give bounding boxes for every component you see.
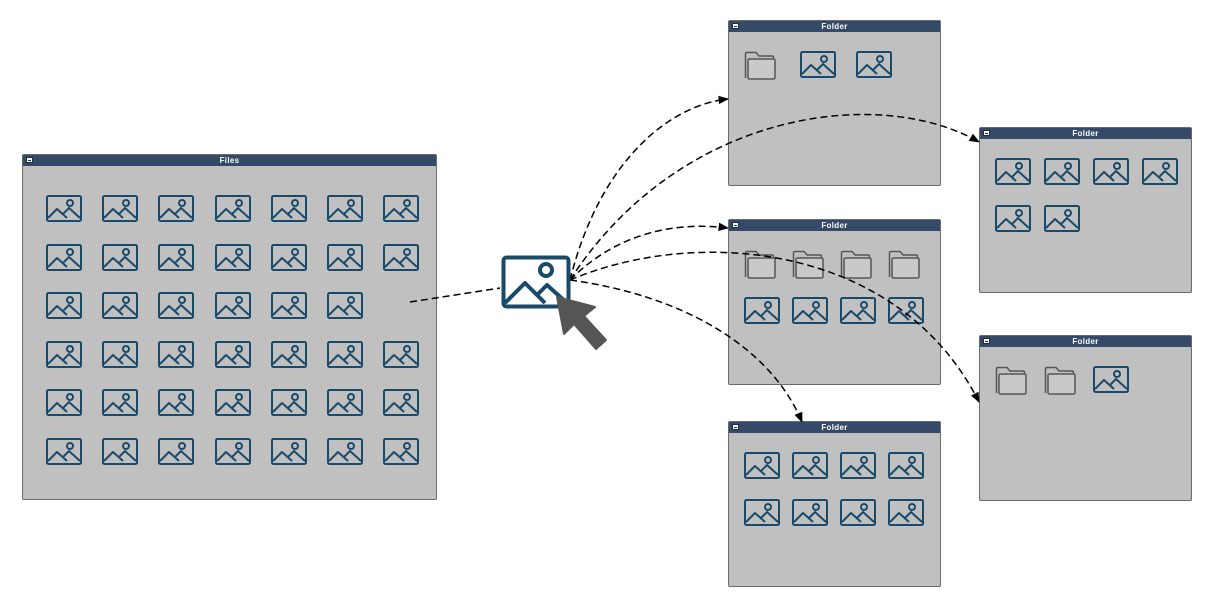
arrow-to-folder-4 — [569, 251, 980, 403]
folder-icon[interactable] — [744, 250, 776, 285]
image-icon[interactable] — [102, 243, 139, 276]
image-icon[interactable] — [1142, 158, 1178, 190]
window-title: Folder — [1072, 337, 1099, 346]
folder-window-titlebar[interactable]: Folder — [729, 220, 940, 231]
image-icon[interactable] — [158, 340, 195, 373]
minimize-icon[interactable] — [732, 222, 739, 228]
image-icon[interactable] — [327, 389, 363, 421]
image-icon[interactable] — [744, 452, 780, 484]
image-icon[interactable] — [46, 243, 82, 276]
folder-window-2: Folder — [979, 127, 1192, 293]
image-icon[interactable] — [840, 452, 876, 484]
image-icon[interactable] — [383, 438, 420, 470]
image-icon[interactable] — [214, 292, 251, 324]
image-icon[interactable] — [46, 389, 82, 421]
image-icon[interactable] — [214, 340, 251, 373]
image-icon[interactable] — [270, 243, 307, 276]
image-icon[interactable] — [158, 195, 195, 227]
image-icon[interactable] — [888, 452, 924, 484]
image-icon[interactable] — [995, 158, 1031, 190]
image-icon[interactable] — [856, 51, 892, 83]
image-icon[interactable] — [1093, 158, 1129, 190]
image-icon[interactable] — [995, 205, 1031, 237]
folder-icon[interactable] — [1044, 366, 1076, 401]
folder-window-titlebar[interactable]: Folder — [980, 128, 1191, 139]
arrow-to-folder-3 — [569, 222, 730, 281]
image-icon[interactable] — [46, 195, 82, 227]
image-icon[interactable] — [327, 292, 363, 324]
image-icon[interactable] — [383, 389, 420, 421]
image-icon[interactable] — [158, 292, 195, 324]
folder-icon[interactable] — [744, 51, 776, 86]
image-icon[interactable] — [383, 243, 420, 276]
drag-source-line — [409, 287, 501, 303]
image-icon[interactable] — [102, 292, 139, 324]
minimize-icon[interactable] — [26, 157, 33, 163]
files-window-titlebar[interactable]: Files — [23, 155, 436, 166]
minimize-icon[interactable] — [983, 338, 990, 344]
arrow-to-folder-2 — [569, 113, 980, 281]
image-icon[interactable] — [327, 438, 363, 470]
image-icon[interactable] — [102, 389, 139, 421]
folder-window-titlebar[interactable]: Folder — [729, 21, 940, 32]
image-icon[interactable] — [327, 243, 363, 276]
image-icon[interactable] — [102, 438, 139, 470]
image-icon[interactable] — [214, 389, 251, 421]
folder-window-3: Folder — [728, 219, 941, 385]
image-icon[interactable] — [214, 195, 251, 227]
minimize-icon[interactable] — [732, 23, 739, 29]
image-icon[interactable] — [383, 195, 420, 227]
image-icon[interactable] — [158, 243, 195, 276]
image-icon[interactable] — [46, 292, 82, 324]
arrow-to-folder-1 — [569, 95, 730, 281]
folder-window-titlebar[interactable]: Folder — [980, 336, 1191, 347]
window-title: Folder — [821, 221, 848, 230]
image-icon[interactable] — [102, 195, 139, 227]
image-icon[interactable] — [792, 452, 828, 484]
image-icon[interactable] — [270, 195, 307, 227]
image-icon[interactable] — [744, 499, 780, 531]
image-icon[interactable] — [888, 499, 924, 531]
image-icon[interactable] — [270, 438, 307, 470]
minimize-icon[interactable] — [983, 130, 990, 136]
image-icon[interactable] — [327, 340, 363, 373]
window-title: Folder — [821, 22, 848, 31]
image-icon[interactable] — [1044, 158, 1080, 190]
image-icon[interactable] — [158, 438, 195, 470]
image-icon[interactable] — [744, 297, 780, 329]
folder-icon[interactable] — [840, 250, 872, 285]
arrow-cursor-icon — [554, 294, 610, 359]
window-title: Folder — [821, 423, 848, 432]
image-icon[interactable] — [800, 51, 836, 83]
image-icon[interactable] — [840, 499, 876, 531]
image-icon[interactable] — [46, 340, 82, 373]
folder-icon[interactable] — [995, 366, 1027, 401]
folder-icon[interactable] — [888, 250, 920, 285]
image-icon[interactable] — [270, 389, 307, 421]
image-icon[interactable] — [1093, 366, 1129, 398]
image-icon[interactable] — [214, 243, 251, 276]
dragged-image-icon[interactable] — [501, 255, 571, 314]
image-icon[interactable] — [840, 297, 876, 329]
image-icon[interactable] — [270, 292, 307, 324]
image-icon[interactable] — [214, 438, 251, 470]
image-icon[interactable] — [158, 389, 195, 421]
image-icon[interactable] — [792, 297, 828, 329]
folder-window-5: Folder — [728, 421, 941, 587]
window-title: Files — [219, 156, 240, 165]
folder-window-1: Folder — [728, 20, 941, 186]
image-icon[interactable] — [46, 438, 82, 470]
files-window: Files — [22, 154, 437, 500]
image-icon[interactable] — [327, 195, 363, 227]
minimize-icon[interactable] — [732, 424, 739, 430]
image-icon[interactable] — [383, 340, 420, 373]
folder-window-titlebar[interactable]: Folder — [729, 422, 940, 433]
image-icon[interactable] — [1044, 205, 1080, 237]
image-icon[interactable] — [102, 340, 139, 373]
image-icon[interactable] — [792, 499, 828, 531]
window-title: Folder — [1072, 129, 1099, 138]
image-icon[interactable] — [270, 340, 307, 373]
folder-window-4: Folder — [979, 335, 1192, 501]
